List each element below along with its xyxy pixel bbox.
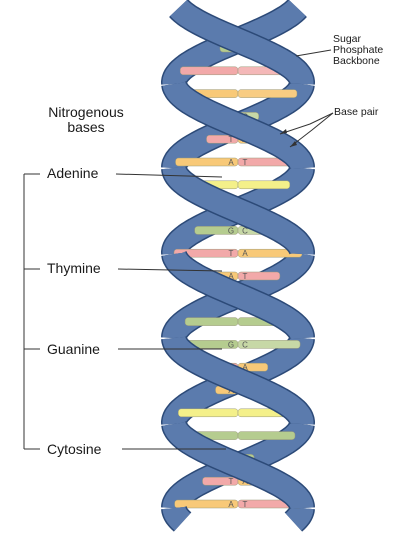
leader-backbone [295, 49, 332, 57]
base-letter-right: A [242, 249, 248, 258]
base-letter-left: G [228, 340, 234, 349]
arrowhead [290, 141, 297, 147]
leader-base-pair-2 [289, 112, 334, 148]
base-letter-left: T [229, 135, 234, 144]
base-left [184, 317, 239, 326]
base-letter-right: T [243, 158, 248, 167]
base-letter-right: T [243, 272, 248, 281]
base-letter-left: A [228, 158, 234, 167]
base-right [237, 431, 296, 440]
label-thymine: Thymine [47, 260, 101, 276]
label-sugar-phosphate-backbone: Sugar Phosphate Backbone [333, 33, 384, 68]
label-cytosine: Cytosine [47, 441, 102, 457]
backbone-ribbon [162, 74, 314, 178]
arrowhead [280, 129, 287, 134]
base-letter-right: C [242, 340, 248, 349]
leader-adenine [115, 173, 223, 178]
label-leader-lines [23, 49, 334, 450]
base-letter-left: A [228, 500, 234, 509]
leader-thymine [117, 268, 223, 272]
backbone-ribbon [162, 328, 314, 434]
backbone-ribbon [162, 244, 314, 348]
label-nitrogenous-bases: Nitrogenous bases [48, 104, 124, 135]
base-letter-left: G [228, 226, 234, 235]
base-letter-right: T [243, 500, 248, 509]
base-right [237, 340, 301, 349]
backbone-ribbon [162, 414, 314, 518]
label-base-pair: Base pair [334, 106, 379, 118]
label-guanine: Guanine [47, 341, 100, 357]
base-letter-right: A [242, 363, 248, 372]
base-letter-left: T [229, 477, 234, 486]
base-left [179, 66, 239, 76]
backbone-ribbon [162, 158, 314, 264]
backbone-ribbon [168, 0, 314, 94]
base-left [178, 408, 239, 418]
base-letter-left: T [229, 249, 234, 258]
base-right [237, 271, 281, 281]
base-letter-right: C [242, 226, 248, 235]
label-adenine: Adenine [47, 165, 99, 181]
backbone-ribbon [284, 498, 314, 532]
leader-base-pair-1 [279, 112, 334, 135]
backbone-strand-front [161, 0, 315, 533]
base-right [237, 180, 291, 190]
base-letter-left: A [228, 272, 234, 281]
base-right [237, 89, 298, 98]
backbone-ribbon [162, 498, 192, 532]
